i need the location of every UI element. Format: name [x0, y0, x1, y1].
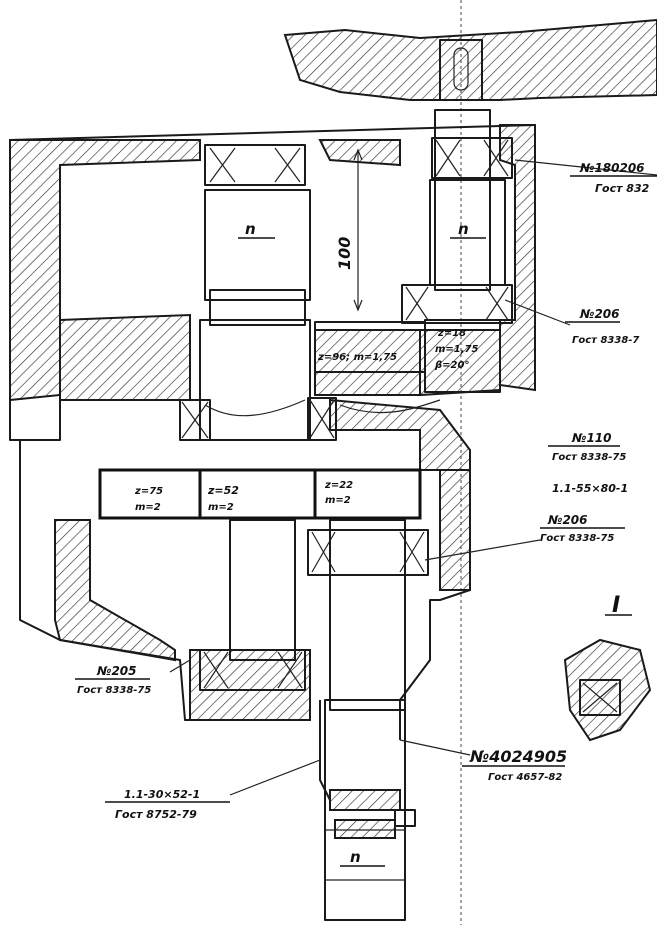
- housing: [9, 124, 536, 801]
- annotations: №180206 Гост 832 №206 Гост 8338-7 z=18 m…: [77, 161, 650, 821]
- gears: [98, 319, 501, 520]
- seal-label: 1.1-55×80-1: [552, 482, 628, 495]
- speed-label-left: n: [245, 220, 256, 238]
- gear-label-z75-module: m=2: [135, 502, 161, 513]
- gear-label-z18-module: m=1,75: [435, 344, 479, 355]
- bearing-label-110: №110: [571, 431, 612, 445]
- leader-lines: [169, 159, 657, 796]
- gost-label-206-upper: Гост 8338-7: [572, 335, 639, 346]
- label-underlines: [75, 175, 657, 803]
- speed-label-bottom: n: [350, 848, 361, 866]
- bearing-label-205: №205: [96, 664, 137, 678]
- detail-i-sketch: [563, 638, 652, 742]
- bearings: [179, 137, 513, 691]
- bearing-label-180206: №180206: [579, 161, 645, 175]
- gost-label-205: Гост 8338-75: [77, 685, 151, 696]
- center-distance-dimension: 100: [335, 148, 363, 312]
- bearing-label-206-upper: №206: [579, 307, 620, 321]
- gear-label-z75: z=75: [134, 486, 163, 497]
- section-mark: I: [612, 593, 620, 618]
- gear-label-z52: z=52: [207, 484, 239, 497]
- gear-label-z18: z=18: [437, 328, 466, 339]
- center-distance-label: 100: [335, 237, 354, 270]
- cuff-label: 1.1-30×52-1: [124, 788, 200, 801]
- gost-label-cuff: Гост 8752-79: [115, 808, 197, 821]
- speed-label-right: n: [458, 220, 469, 238]
- gear-label-z52-module: m=2: [208, 502, 234, 513]
- gear-label-z22: z=22: [324, 480, 353, 491]
- gost-label-4024905: Гост 4657-82: [488, 772, 562, 783]
- gost-label-110: Гост 8338-75: [552, 452, 626, 463]
- gear-label-z22-module: m=2: [325, 495, 351, 506]
- gost-label-206-lower: Гост 8338-75: [540, 533, 614, 544]
- bearing-label-206-lower: №206: [547, 513, 588, 527]
- bearing-label-4024905: №4024905: [469, 747, 567, 766]
- gost-label-top-right: Гост 832: [595, 182, 650, 195]
- gear-label-z18-beta: β=20°: [434, 360, 469, 371]
- speed-arrows: n n n: [238, 220, 486, 867]
- gear-label-z96: z=96; m=1,75: [317, 352, 397, 363]
